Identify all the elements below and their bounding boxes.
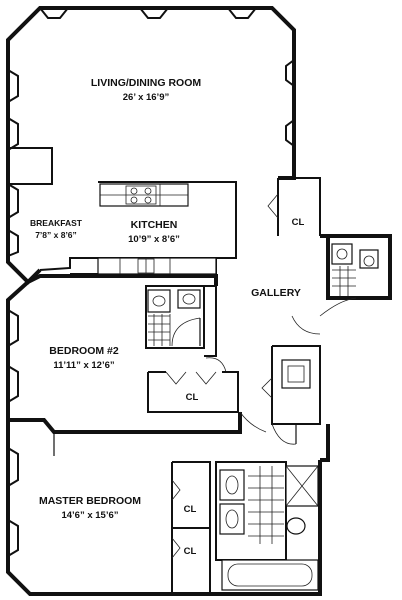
kitchen-dims: 10’9” x 8’6”	[128, 234, 180, 245]
bedroom2-dims: 11’11” x 12’6”	[53, 360, 115, 371]
gallery-closet-label: CL	[292, 217, 305, 228]
master-bath-tile-floor	[248, 466, 284, 544]
master-closet-upper-label: CL	[184, 504, 197, 515]
kitchen-name: KITCHEN	[131, 219, 178, 231]
bath2-tile-floor	[148, 314, 171, 346]
master-bedroom-name: MASTER BEDROOM	[39, 495, 141, 507]
gallery-name: GALLERY	[251, 287, 301, 299]
bedroom2-name: BEDROOM #2	[49, 345, 119, 357]
breakfast-name: BREAKFAST	[30, 218, 83, 228]
master-closet-lower-label: CL	[184, 546, 197, 557]
room-labels: LIVING/DINING ROOM 26’ x 16’9” BREAKFAST…	[30, 77, 305, 557]
living-room-name: LIVING/DINING ROOM	[91, 77, 202, 89]
master-bedroom-dims: 14’6” x 15’6”	[61, 510, 118, 521]
interior-walls	[8, 147, 392, 594]
right-bath-tile-floor	[332, 266, 356, 296]
breakfast-dims: 7’8” x 8’6”	[35, 230, 77, 240]
living-room-dims: 26’ x 16’9”	[123, 92, 170, 103]
bedroom2-closet-label: CL	[186, 392, 199, 403]
